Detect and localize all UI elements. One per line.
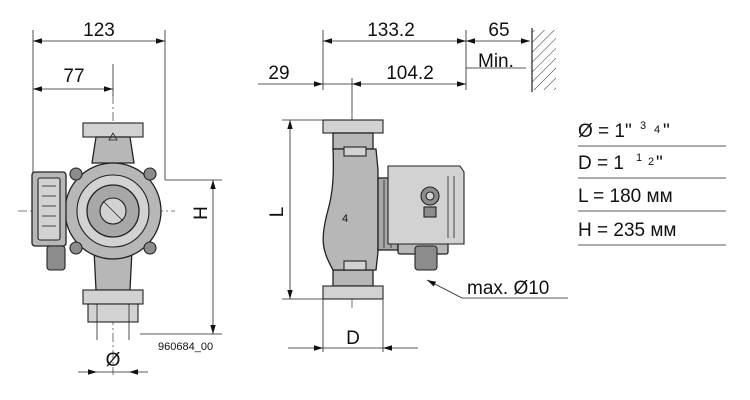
svg-text:D = 1: D = 1 (578, 153, 624, 174)
dim-height: H (191, 206, 212, 220)
cable-note: max. Ø10 (467, 278, 549, 299)
dim-connection: D (346, 328, 360, 349)
svg-text:2: 2 (648, 156, 654, 168)
dim-width-partial: 77 (63, 66, 84, 87)
svg-text:": " (663, 121, 670, 142)
flow-mark: 4 (342, 213, 348, 225)
drawing-number: 960684_00 (158, 341, 213, 353)
dim-depth-total: 133.2 (367, 20, 415, 41)
dim-depth-rear: 104.2 (386, 63, 434, 84)
wall-hatch (532, 30, 556, 90)
dim-length: L (267, 207, 288, 218)
svg-text:L = 180 мм: L = 180 мм (578, 186, 673, 207)
dim-clearance: 65 (488, 20, 509, 41)
svg-text:": " (656, 153, 663, 174)
svg-text:H = 235 мм: H = 235 мм (578, 220, 677, 241)
svg-text:4: 4 (654, 124, 660, 136)
spec-row: H = 235 мм (578, 220, 677, 241)
spec-row: D = 1 1 2 " (578, 152, 663, 174)
spec-table: Ø = 1" 3 4 " D = 1 1 2 " L = 180 мм H = … (578, 120, 726, 246)
dim-width-total: 123 (83, 20, 115, 41)
dim-diameter: Ø (106, 350, 121, 371)
spec-row: Ø = 1" 3 4 " (578, 120, 670, 142)
front-view: 123 77 H Ø 960684_00 (18, 20, 222, 375)
side-view: 4 133.2 104.2 29 L D (258, 20, 568, 352)
dim-depth-front: 29 (268, 63, 289, 84)
svg-text:3: 3 (640, 120, 646, 132)
svg-text:1: 1 (636, 152, 642, 164)
svg-text:Ø = 1": Ø = 1" (578, 121, 632, 142)
spec-row: L = 180 мм (578, 186, 673, 207)
dim-clearance-unit: Min. (478, 51, 514, 72)
